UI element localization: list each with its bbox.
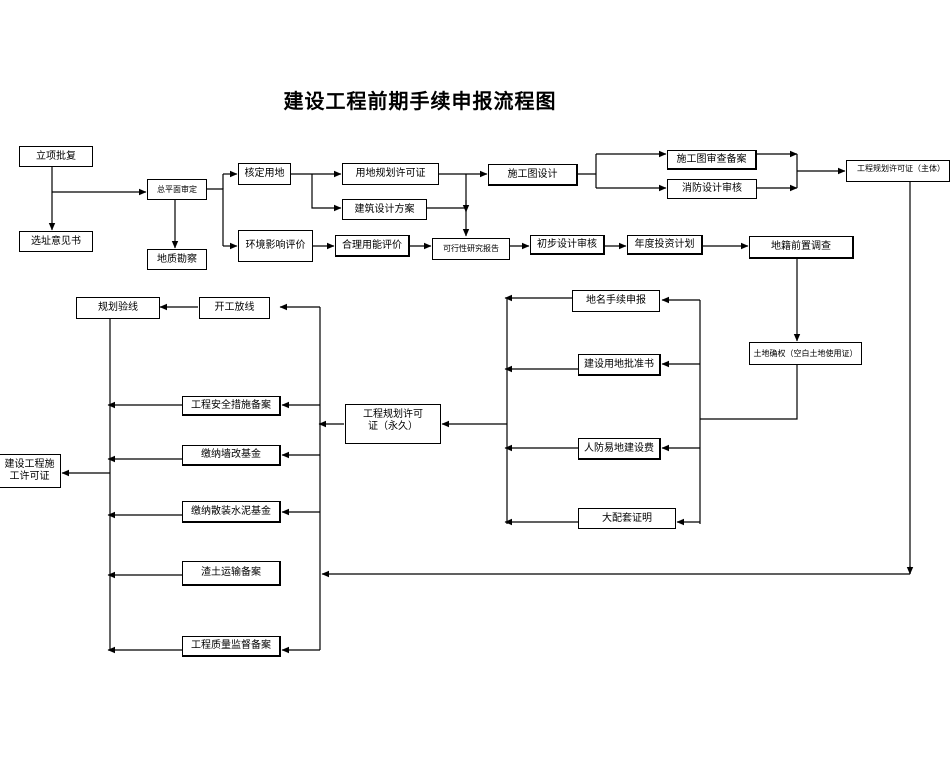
node-renfang: 人防易地建设费 [578,438,661,460]
page-title: 建设工程前期手续申报流程图 [283,89,557,113]
node-dapeitao: 大配套证明 [578,508,676,529]
node-huanjing: 环境影响评价 [238,230,313,262]
node-shigongtusheji: 施工图设计 [488,164,578,186]
node-niandu: 年度投资计划 [627,235,703,255]
node-hedingyongdi: 核定用地 [238,163,291,185]
node-tudiquequan: 土地确权（空白土地使用证） [749,342,862,365]
node-dijiqianzhi: 地籍前置调查 [749,236,854,259]
node-sanzhuang: 缴纳散装水泥基金 [182,501,281,523]
node-shigongtushencha: 施工图审查备案 [667,150,757,170]
node-heliyongneng: 合理用能评价 [335,235,410,257]
node-xuanzhi: 选址意见书 [19,231,93,252]
node-yongdiguihua: 用地规划许可证 [342,163,439,185]
node-guihuayanxian: 规划验线 [76,297,160,319]
node-zhatu: 渣土运输备案 [182,561,281,586]
node-jianshepizhun: 建设用地批准书 [578,354,661,376]
node-shigongxuke: 建设工程施工许可证 [0,454,61,488]
node-zongpingmian: 总平面审定 [147,179,207,200]
node-anquan: 工程安全措施备案 [182,396,281,416]
node-lixiang: 立项批复 [19,146,93,167]
node-xiaofang: 消防设计审核 [667,179,757,199]
node-dizhi: 地质勘察 [147,249,207,270]
node-kexingxing: 可行性研究报告 [432,238,510,260]
node-qiangai: 缴纳墙改基金 [182,445,281,466]
node-diming: 地名手续申报 [572,290,660,312]
node-gongchengguihua-zhuti: 工程规划许可证（主体） [846,160,950,182]
node-kaigong: 开工放线 [199,297,270,319]
node-chubusheji: 初步设计审核 [530,235,605,255]
node-zhiliang: 工程质量监督备案 [182,636,281,657]
node-jianzhusheji: 建筑设计方案 [342,199,427,220]
node-gongchengguihua-yongjiu: 工程规划许可证（永久） [345,404,441,444]
